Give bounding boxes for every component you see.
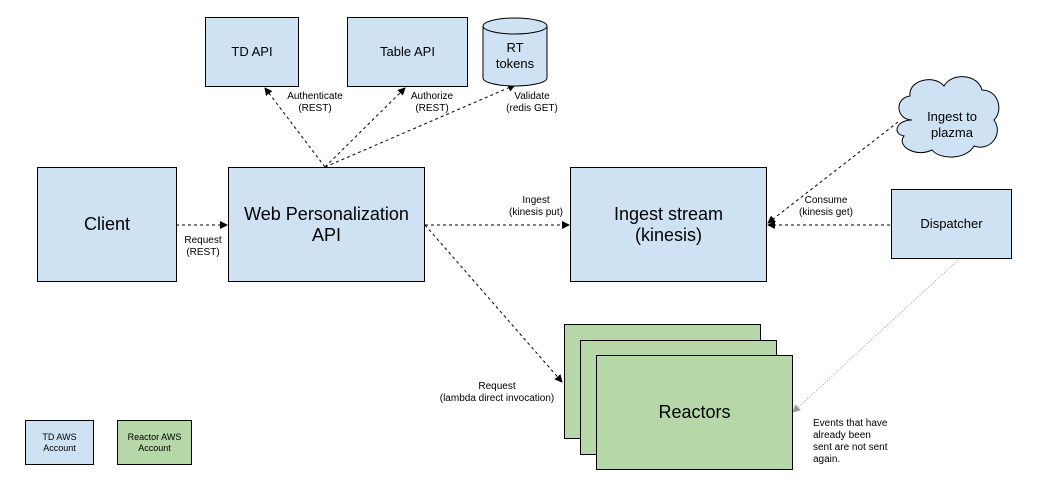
ingest-to-plazma-label: Ingest to plazma — [927, 109, 977, 140]
legend-td-aws-account: TD AWS Account — [25, 420, 94, 465]
edge-label-request-rest: Request (REST) — [184, 235, 222, 258]
edge-request-lambda — [424, 224, 563, 383]
client-label: Client — [83, 214, 131, 234]
edge-label-ingest: Ingest (kinesis put) — [509, 195, 563, 218]
rt-tokens-label: RT tokens — [495, 40, 535, 71]
table-api-box: Table API — [347, 17, 468, 87]
table-api-label: Table API — [380, 44, 435, 59]
edge-authorize — [324, 87, 406, 168]
client-box: Client — [37, 167, 177, 282]
td-api-box: TD API — [205, 17, 299, 87]
edge-label-authorize: Authorize (REST) — [410, 91, 454, 114]
edge-authenticate — [264, 87, 326, 168]
edge-validate — [324, 84, 516, 168]
edge-label-validate: Validate (redis GET) — [506, 91, 558, 114]
web-personalization-api-box: Web Personalization API — [228, 167, 425, 282]
ingest-stream-box: Ingest stream (kinesis) — [570, 167, 767, 282]
edge-label-request-lambda: Request (lambda direct invocation) — [439, 381, 555, 404]
ingest-stream-label-line1: Ingest stream — [613, 203, 724, 224]
ingest-stream-label-line2: (kinesis) — [634, 224, 702, 245]
edge-label-authenticate: Authenticate (REST) — [287, 91, 343, 114]
web-api-label-line2: API — [311, 224, 341, 245]
note-events-not-resent: Events that have already been sent are n… — [813, 418, 888, 465]
legend-reactor-aws-account: Reactor AWS Account — [117, 420, 192, 465]
web-api-label-line1: Web Personalization — [244, 203, 409, 224]
rt-tokens-cylinder — [482, 17, 548, 87]
td-api-label: TD API — [231, 44, 273, 59]
dispatcher-box: Dispatcher — [891, 189, 1012, 259]
dispatcher-label: Dispatcher — [920, 216, 983, 231]
reactor-box-front: Reactors — [596, 355, 793, 470]
reactors-label: Reactors — [658, 402, 731, 422]
edge-label-consume: Consume (kinesis get) — [799, 195, 853, 218]
ingest-to-plazma-cloud — [896, 76, 1000, 158]
edge-events-dotted — [792, 259, 959, 413]
